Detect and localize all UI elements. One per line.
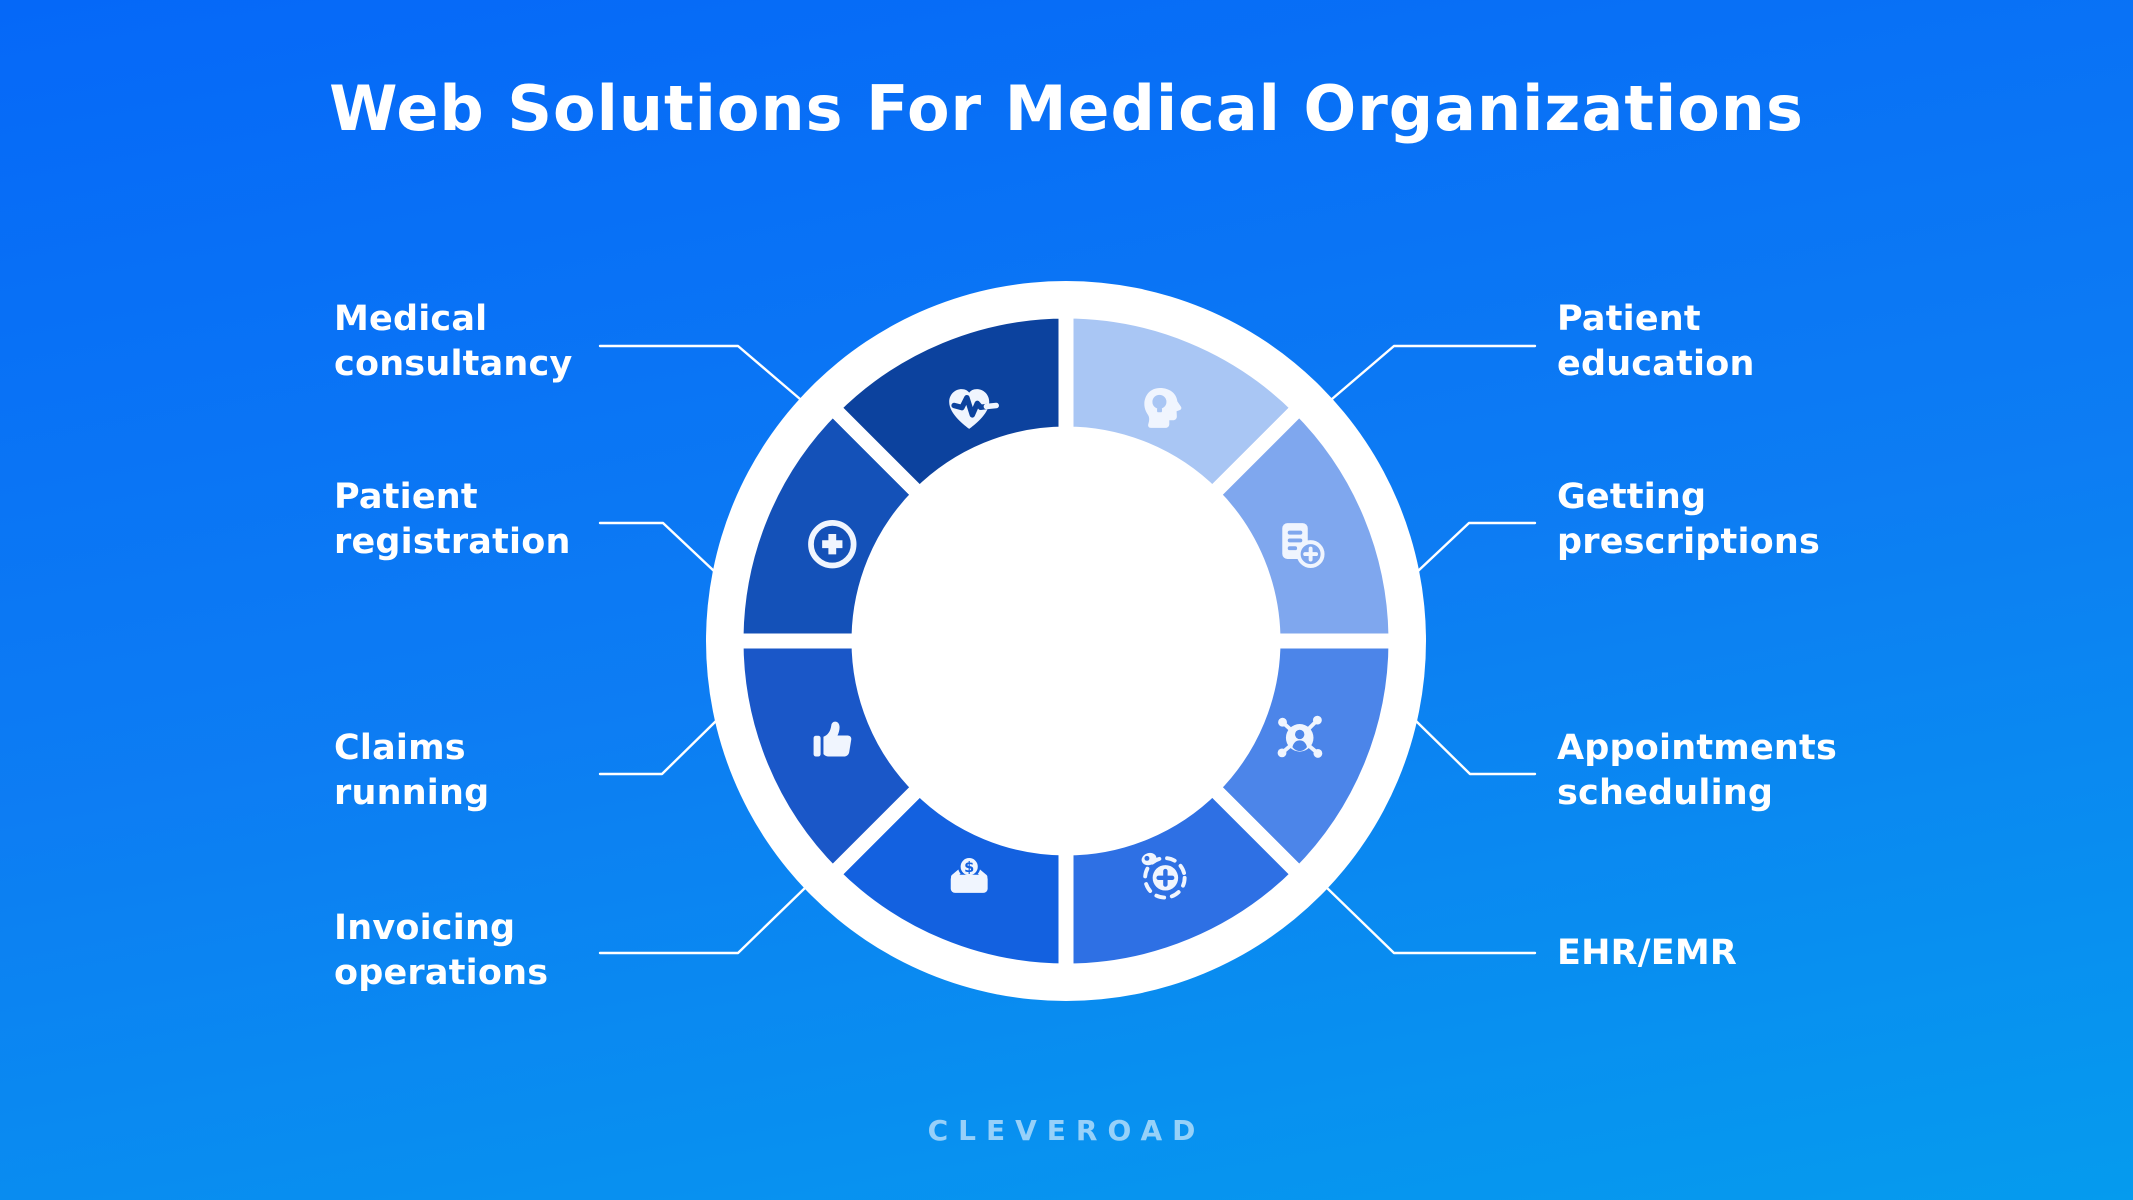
label-patient-registration: Patient registration <box>334 477 571 562</box>
connector-claims-running <box>598 719 718 776</box>
label-medical-consultancy: Medical consultancy <box>334 299 573 384</box>
connector-ehr-emr <box>1324 885 1537 955</box>
connector-invoicing-operations <box>598 885 808 955</box>
connector-patient-education <box>1330 344 1537 401</box>
label-appointments-scheduling: Appointments scheduling <box>1557 728 1837 813</box>
connector-medical-consultancy <box>598 344 802 401</box>
label-getting-prescriptions: Getting prescriptions <box>1557 477 1821 562</box>
patient-network-icon <box>1277 715 1323 758</box>
connector-getting-prescriptions <box>1416 521 1537 573</box>
heart-pulse-icon <box>949 389 999 429</box>
medical-cross-circle-icon <box>808 520 857 569</box>
label-claims-running: Claims running <box>334 728 490 813</box>
label-patient-education: Patient education <box>1557 299 1755 384</box>
health-record-orbit-icon <box>1141 852 1187 900</box>
thumbs-up-icon <box>813 721 852 757</box>
connector-lines <box>598 344 1537 955</box>
wheel-segments <box>728 303 1404 979</box>
prescription-document-icon <box>1282 523 1325 568</box>
label-ehr-emr: EHR/EMR <box>1557 933 1738 973</box>
dollar-glyph: $ <box>964 859 974 876</box>
connector-appointments-scheduling <box>1414 719 1537 776</box>
cleveroad-logo: CLEVEROAD <box>927 1114 1206 1147</box>
wheel-icons: $ <box>808 388 1325 900</box>
head-lightbulb-icon <box>1144 388 1182 428</box>
invoice-envelope-dollar-icon: $ <box>950 855 988 893</box>
connector-patient-registration <box>598 521 716 573</box>
label-invoicing-operations: Invoicing operations <box>334 908 549 993</box>
page-title: Web Solutions For Medical Organizations <box>329 72 1804 145</box>
